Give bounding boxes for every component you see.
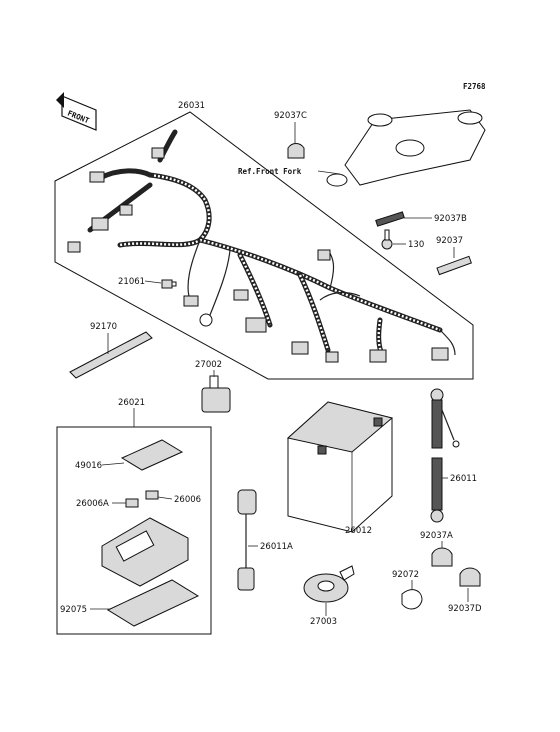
connector (91, 217, 109, 231)
strap-92037b-shape (375, 211, 405, 227)
fuse-26006-shape (145, 490, 159, 500)
label-26011a: 26011A (260, 542, 293, 552)
clip-21061-shape (161, 279, 177, 289)
label-26012: 26012 (345, 526, 372, 536)
connector (67, 241, 81, 253)
connector (151, 147, 165, 159)
horn-27003-shape (303, 565, 355, 603)
connector (291, 341, 309, 355)
connector (89, 171, 105, 183)
connector (119, 204, 133, 216)
label-130: 130 (408, 240, 424, 250)
clamp-92037a-shape (431, 547, 453, 567)
clamp-92037c-shape (287, 143, 305, 159)
label-92075: 92075 (60, 605, 87, 615)
front-direction-badge: FRONT (56, 92, 97, 131)
label-92037d: 92037D (448, 604, 482, 614)
diagram-code: F2768 (463, 82, 486, 91)
label-92170: 92170 (90, 322, 117, 332)
wire-26011a-shape (237, 489, 257, 591)
connector (369, 349, 387, 363)
label-49016: 49016 (75, 461, 102, 471)
pad-92075-shape (106, 579, 200, 627)
label-26031: 26031 (178, 101, 205, 111)
connector (317, 249, 331, 261)
front-fork-bracket (326, 109, 486, 187)
band-92170-shape (69, 331, 153, 379)
cover-49016-shape (120, 439, 184, 471)
strap-92037-shape (436, 255, 472, 276)
fuse-26006a-shape (125, 498, 139, 508)
junction-box-shape (101, 517, 189, 587)
connector (233, 289, 249, 301)
label-92037a: 92037A (420, 531, 453, 541)
label-27002: 27002 (195, 360, 222, 370)
connector (431, 347, 449, 361)
connector (325, 351, 339, 363)
label-92037c: 92037C (274, 111, 307, 121)
battery-26012-shape (286, 401, 394, 533)
relay-27002-shape (201, 375, 231, 413)
connector (183, 295, 199, 307)
label-26021: 26021 (118, 398, 145, 408)
label-92072: 92072 (392, 570, 419, 580)
wiring-harness-26031 (67, 129, 456, 363)
cable-26011-shape (430, 388, 460, 523)
label-26006: 26006 (174, 495, 201, 505)
clamp-92037d-shape (459, 567, 481, 587)
label-26006a: 26006A (76, 499, 109, 509)
ref-note: Ref.Front Fork (238, 167, 302, 176)
label-92037: 92037 (436, 236, 463, 246)
connector (245, 317, 267, 333)
label-26011: 26011 (450, 474, 477, 484)
clip-92072-shape (401, 589, 423, 610)
bolt-130-shape (381, 229, 393, 250)
label-92037b: 92037B (434, 214, 467, 224)
harness-group-frame (54, 111, 474, 380)
connector-round (199, 313, 213, 327)
label-27003: 27003 (310, 617, 337, 627)
label-21061: 21061 (118, 277, 145, 287)
